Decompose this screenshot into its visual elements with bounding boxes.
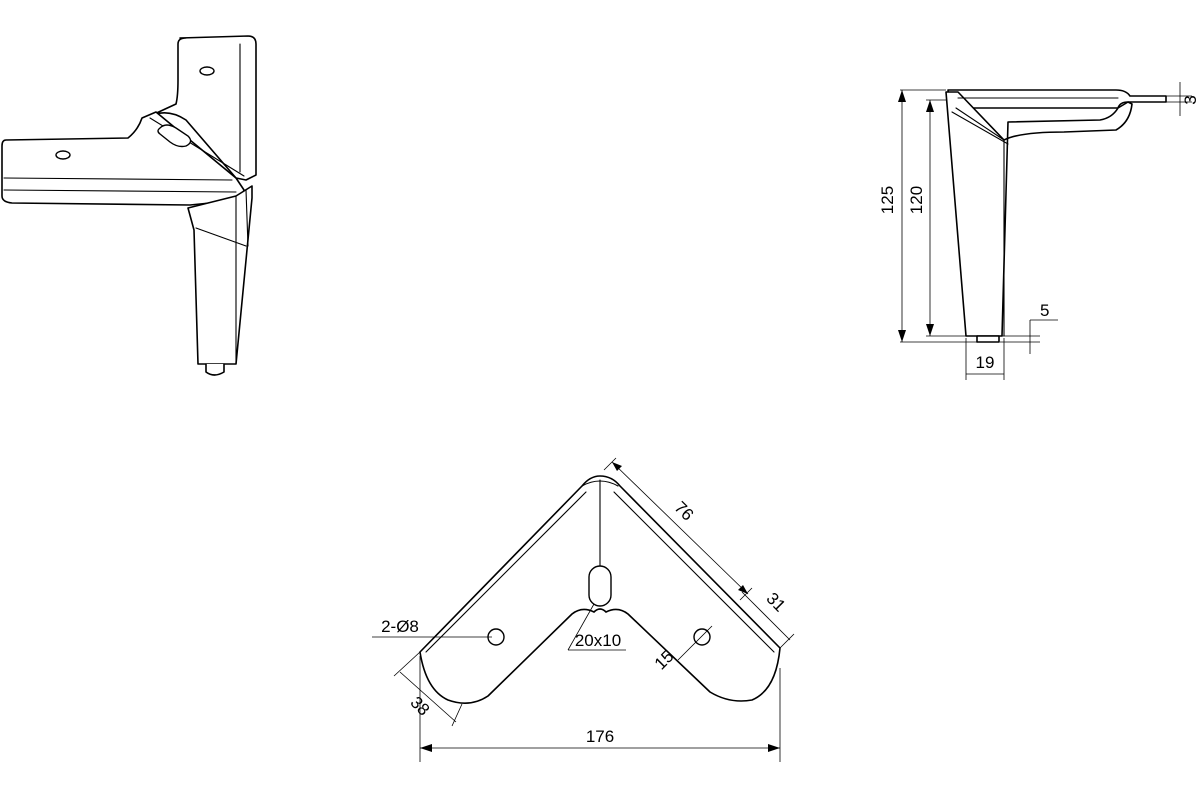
dim-body-height: 120: [907, 186, 926, 214]
side-foot: [976, 335, 1000, 343]
side-view: 125 120 3 5 19: [878, 82, 1200, 380]
iso-hole-horizontal: [55, 150, 71, 160]
iso-slot: [157, 124, 192, 148]
dim-span: 176: [586, 727, 614, 746]
dim-arm-length: 76: [670, 498, 697, 525]
iso-hole-vertical: [199, 66, 215, 76]
top-view: 76 31 15 2-Ø8 20x10 38 176: [372, 457, 795, 762]
dim-foot-height: 5: [1040, 301, 1049, 320]
dim-plate-thickness: 3: [1181, 95, 1200, 104]
dim-foot-width: 19: [976, 353, 995, 372]
dim-holes: 2-Ø8: [381, 617, 419, 636]
top-hole-right: [693, 628, 711, 646]
side-top-plate: [947, 89, 1167, 109]
iso-leg-body: [187, 185, 253, 365]
top-slot: [588, 565, 612, 607]
dim-total-height: 125: [878, 186, 897, 214]
dim-slot: 20x10: [575, 631, 621, 650]
dim-arm-width: 31: [762, 589, 789, 616]
iso-foot: [205, 363, 225, 376]
side-leg-body: [945, 91, 1133, 337]
isometric-view: [1, 35, 257, 376]
